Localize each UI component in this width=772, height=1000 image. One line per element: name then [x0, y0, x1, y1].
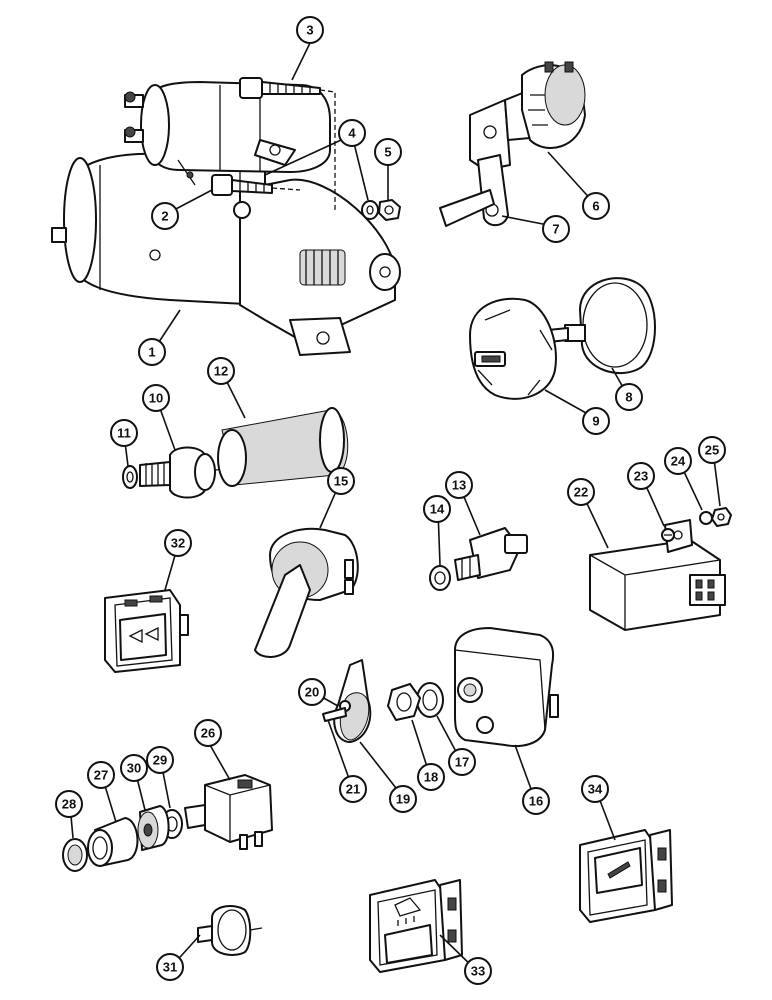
callout-2: 2	[151, 202, 179, 230]
callout-15-label: 15	[334, 474, 348, 489]
sealing-washer	[122, 465, 138, 489]
callout-25: 25	[698, 436, 726, 464]
bolt-upper	[239, 77, 321, 99]
pressure-switch	[454, 527, 528, 581]
callout-10: 10	[142, 384, 170, 412]
callout-14-label: 14	[430, 502, 445, 517]
relay-unit	[589, 519, 726, 631]
relay-screw	[661, 528, 675, 542]
callout-4: 4	[338, 119, 366, 147]
callout-3: 3	[296, 16, 324, 44]
callout-34: 34	[581, 775, 609, 803]
callout-22: 22	[567, 478, 595, 506]
callout-14: 14	[423, 495, 451, 523]
callout-17: 17	[448, 748, 476, 776]
callout-28: 28	[55, 790, 83, 818]
callout-1-label: 1	[148, 345, 155, 360]
rocker-switch-hazard	[104, 589, 189, 673]
callout-22-label: 22	[574, 485, 588, 500]
callout-13: 13	[445, 471, 473, 499]
switch-cap	[333, 659, 372, 743]
rocker-switch-light	[369, 879, 463, 973]
callout-21: 21	[339, 775, 367, 803]
callout-33-label: 33	[471, 964, 485, 979]
callout-9-label: 9	[592, 414, 599, 429]
callout-1: 1	[138, 338, 166, 366]
ignition-switch	[439, 61, 586, 227]
callout-19: 19	[389, 785, 417, 813]
callout-31: 31	[156, 953, 184, 981]
callout-19-label: 19	[396, 792, 410, 807]
callout-18-label: 18	[424, 770, 438, 785]
callout-25-label: 25	[705, 443, 719, 458]
callout-32-label: 32	[171, 536, 185, 551]
rotary-switch	[547, 277, 656, 375]
callout-5-label: 5	[384, 145, 391, 160]
callout-30: 30	[120, 754, 148, 782]
push-switch-collar	[137, 805, 170, 851]
callout-12: 12	[207, 357, 235, 385]
callout-23: 23	[627, 462, 655, 490]
switch-washer	[416, 682, 444, 718]
callout-20: 20	[298, 678, 326, 706]
callout-11: 11	[110, 419, 138, 447]
callout-26: 26	[194, 719, 222, 747]
push-switch-button	[62, 838, 88, 872]
callout-2-label: 2	[161, 209, 168, 224]
cap-screw	[322, 700, 351, 722]
callout-24-label: 24	[671, 454, 686, 469]
callout-29-label: 29	[153, 753, 167, 768]
callout-27: 27	[87, 761, 115, 789]
pressure-switch-washer	[429, 565, 451, 591]
callout-6-label: 6	[592, 199, 599, 214]
callout-6: 6	[582, 192, 610, 220]
protective-sleeve	[217, 407, 349, 487]
callout-30-label: 30	[127, 761, 141, 776]
rocker-switch-indicator	[579, 829, 673, 923]
callout-11-label: 11	[117, 426, 131, 441]
lever-switch	[254, 527, 359, 658]
callout-29: 29	[146, 746, 174, 774]
callout-20-label: 20	[305, 685, 319, 700]
callout-31-label: 31	[163, 960, 177, 975]
callout-16-label: 16	[529, 794, 543, 809]
callout-7: 7	[542, 215, 570, 243]
sender-unit	[139, 446, 241, 499]
callout-21-label: 21	[346, 782, 360, 797]
starter-washer-and-nut	[361, 199, 401, 221]
switch-nut	[387, 683, 421, 721]
callout-17-label: 17	[455, 755, 469, 770]
callout-34-label: 34	[588, 782, 603, 797]
callout-23-label: 23	[634, 469, 648, 484]
push-switch-bezel	[87, 817, 139, 867]
callout-8: 8	[615, 383, 643, 411]
callout-15: 15	[327, 467, 355, 495]
small-sender	[197, 905, 263, 956]
callout-27-label: 27	[94, 768, 108, 783]
callout-10-label: 10	[149, 391, 163, 406]
relay-washer-and-nut	[699, 507, 732, 527]
push-switch	[184, 774, 273, 850]
callout-28-label: 28	[62, 797, 76, 812]
callout-26-label: 26	[201, 726, 215, 741]
callout-18: 18	[417, 763, 445, 791]
callout-12-label: 12	[214, 364, 228, 379]
callout-3-label: 3	[306, 23, 313, 38]
callout-5: 5	[374, 138, 402, 166]
rotary-knob	[469, 297, 557, 400]
callout-16: 16	[522, 787, 550, 815]
bolt-lower	[211, 174, 273, 196]
callout-8-label: 8	[625, 390, 632, 405]
callout-24: 24	[664, 447, 692, 475]
callout-13-label: 13	[452, 478, 466, 493]
callout-33: 33	[464, 957, 492, 985]
callout-4-label: 4	[348, 126, 356, 141]
callout-9: 9	[582, 407, 610, 435]
callout-32: 32	[164, 529, 192, 557]
box-switch	[454, 627, 559, 748]
callout-7-label: 7	[552, 222, 559, 237]
